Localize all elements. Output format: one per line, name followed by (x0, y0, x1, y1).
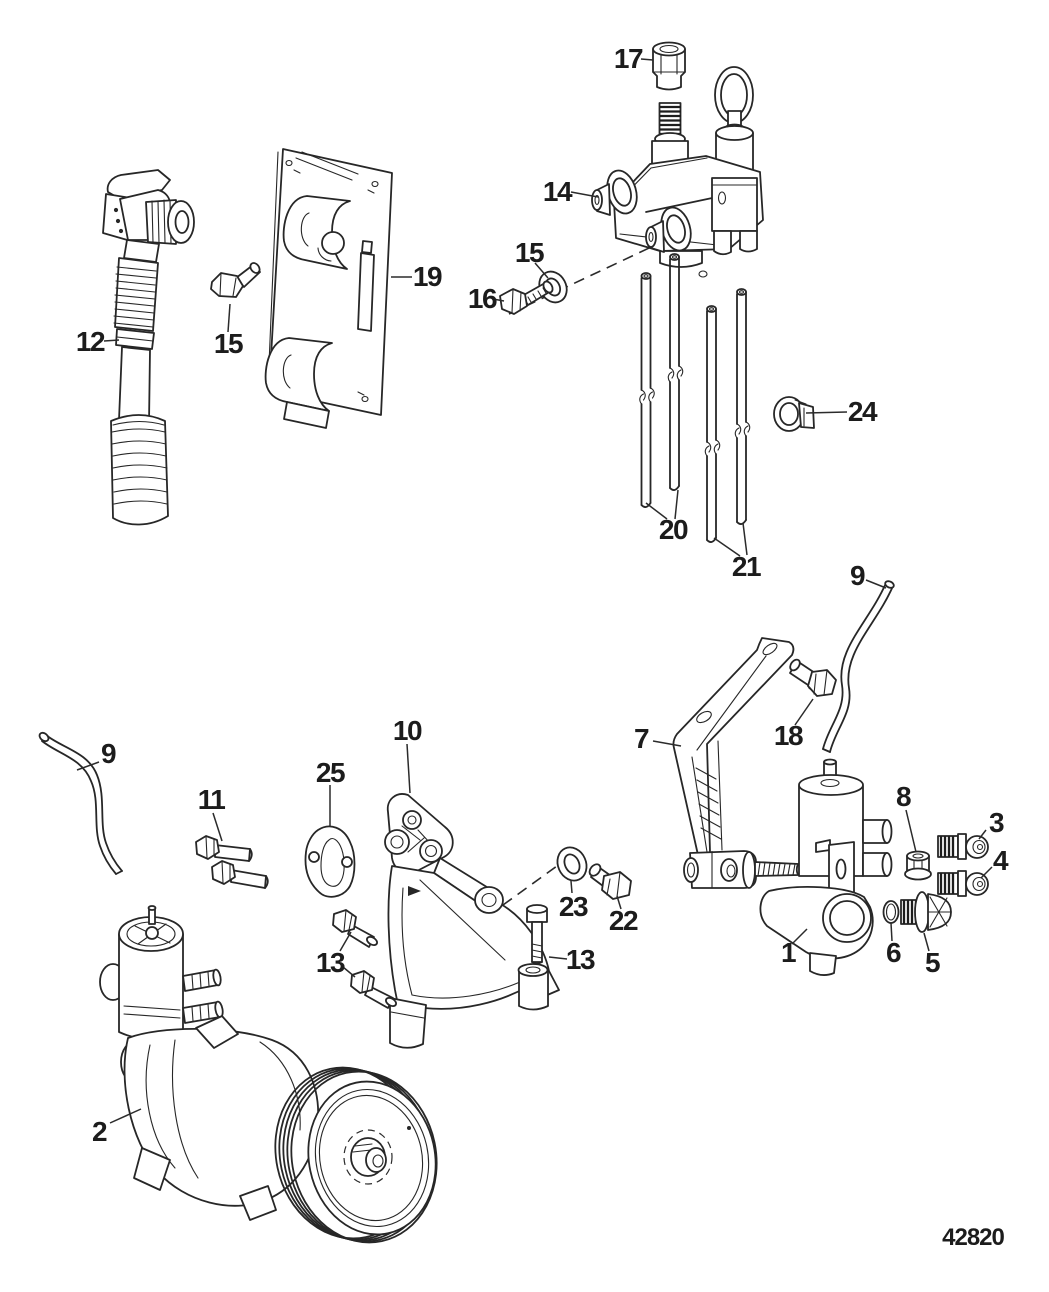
drawing-number: 42820 (942, 1224, 1005, 1251)
callout-1: 1 (780, 937, 797, 968)
callout-13-left: 13 (315, 947, 346, 978)
part-6-o-ring (882, 900, 900, 924)
callout-17: 17 (613, 43, 644, 74)
callout-9-lower: 9 (100, 738, 117, 769)
part-17-cap-nut (652, 41, 686, 91)
part-14-control-valve-assembly (591, 66, 764, 278)
part-9-hose-lower (38, 731, 123, 875)
part-7-bracket (672, 637, 803, 889)
callout-9-upper: 9 (849, 560, 866, 591)
part-2-pump-assembly (99, 905, 438, 1244)
callout-13-right: 13 (565, 944, 596, 975)
part-10-mounting-bracket (384, 793, 560, 1049)
part-15-bolt-left (210, 262, 261, 298)
part-22-bolt (588, 863, 632, 900)
callout-22: 22 (608, 905, 639, 936)
part-21-tubes (704, 288, 751, 543)
part-16-bolt (499, 280, 554, 315)
part-5-fitting (900, 891, 952, 933)
callout-6: 6 (885, 937, 902, 968)
callout-25: 25 (315, 757, 346, 788)
callout-23: 23 (558, 891, 589, 922)
part-19-mounting-bracket (264, 148, 393, 429)
callout-18: 18 (773, 720, 804, 751)
part-13-bolts (332, 904, 548, 1009)
part-4-fitting (937, 870, 989, 897)
part-12-steering-link (102, 169, 195, 526)
callout-10: 10 (392, 715, 423, 746)
callout-14: 14 (542, 176, 573, 207)
callout-21: 21 (731, 551, 762, 582)
alignment-dashed-lines (502, 240, 665, 906)
callout-3: 3 (988, 807, 1005, 838)
callout-15-upper: 15 (514, 237, 545, 268)
part-25-gasket (304, 825, 356, 898)
part-1-valve-housing (759, 758, 893, 976)
part-9-hose-upper (822, 580, 895, 753)
callout-12: 12 (75, 326, 106, 357)
callout-4: 4 (992, 845, 1009, 876)
callout-11: 11 (197, 784, 226, 815)
callout-19: 19 (412, 261, 443, 292)
callout-7: 7 (633, 723, 650, 754)
callout-20: 20 (658, 514, 689, 545)
part-24-clamp (773, 396, 815, 432)
part-3-fitting (937, 833, 989, 860)
part-11-bolts (195, 835, 269, 889)
leader-lines (76, 58, 993, 1124)
callout-5: 5 (924, 947, 941, 978)
callout-16: 16 (467, 283, 498, 314)
part-8-nut (904, 850, 932, 881)
callout-2: 2 (91, 1116, 108, 1147)
callout-8: 8 (895, 781, 912, 812)
part-23-washer (556, 846, 588, 882)
part-18-bolt (789, 658, 837, 697)
part-20-tubes (639, 253, 684, 508)
callout-24: 24 (847, 396, 878, 427)
callout-15-left: 15 (213, 328, 244, 359)
